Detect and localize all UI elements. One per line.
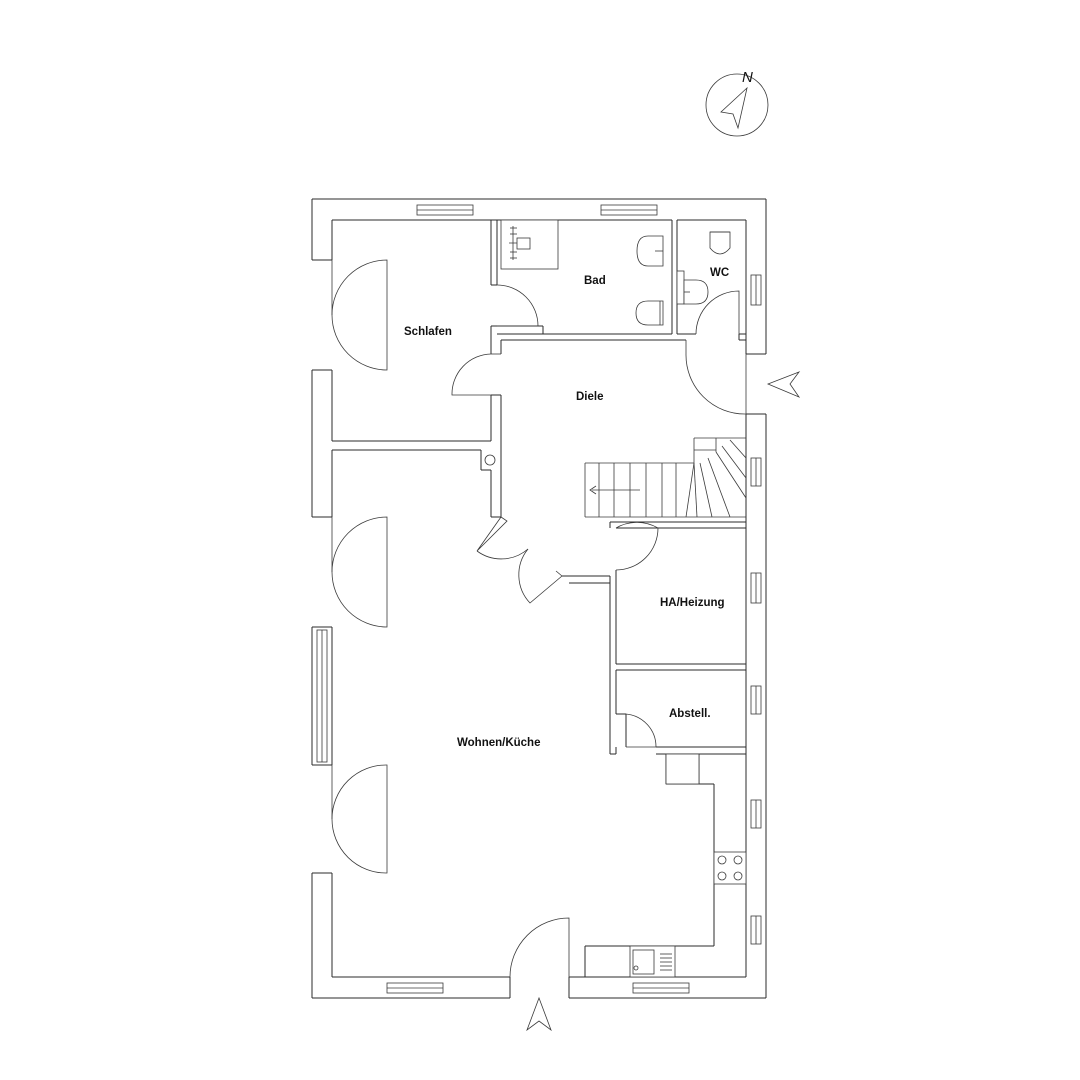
windows	[316, 204, 762, 994]
interior-doors	[451, 284, 747, 978]
room-label-abstell: Abstell.	[669, 708, 711, 720]
room-label-wohnen-kueche: Wohnen/Küche	[457, 737, 540, 749]
staircase	[584, 437, 747, 518]
entrance-arrow-south	[526, 996, 552, 1032]
kitchen-fixtures	[629, 753, 747, 978]
column-marker	[484, 454, 496, 466]
north-compass: N	[705, 69, 769, 137]
french-doors	[331, 259, 388, 874]
room-label-wc: WC	[710, 267, 729, 279]
wc-fixtures	[676, 231, 731, 305]
room-label-bad: Bad	[584, 275, 606, 287]
entrance-arrow-east	[766, 371, 801, 398]
room-label-schlafen: Schlafen	[404, 326, 452, 338]
room-label-ha-heizung: HA/Heizung	[660, 597, 725, 609]
bad-fixtures	[500, 219, 664, 326]
north-label: N	[742, 69, 753, 86]
room-label-diele: Diele	[576, 391, 604, 403]
